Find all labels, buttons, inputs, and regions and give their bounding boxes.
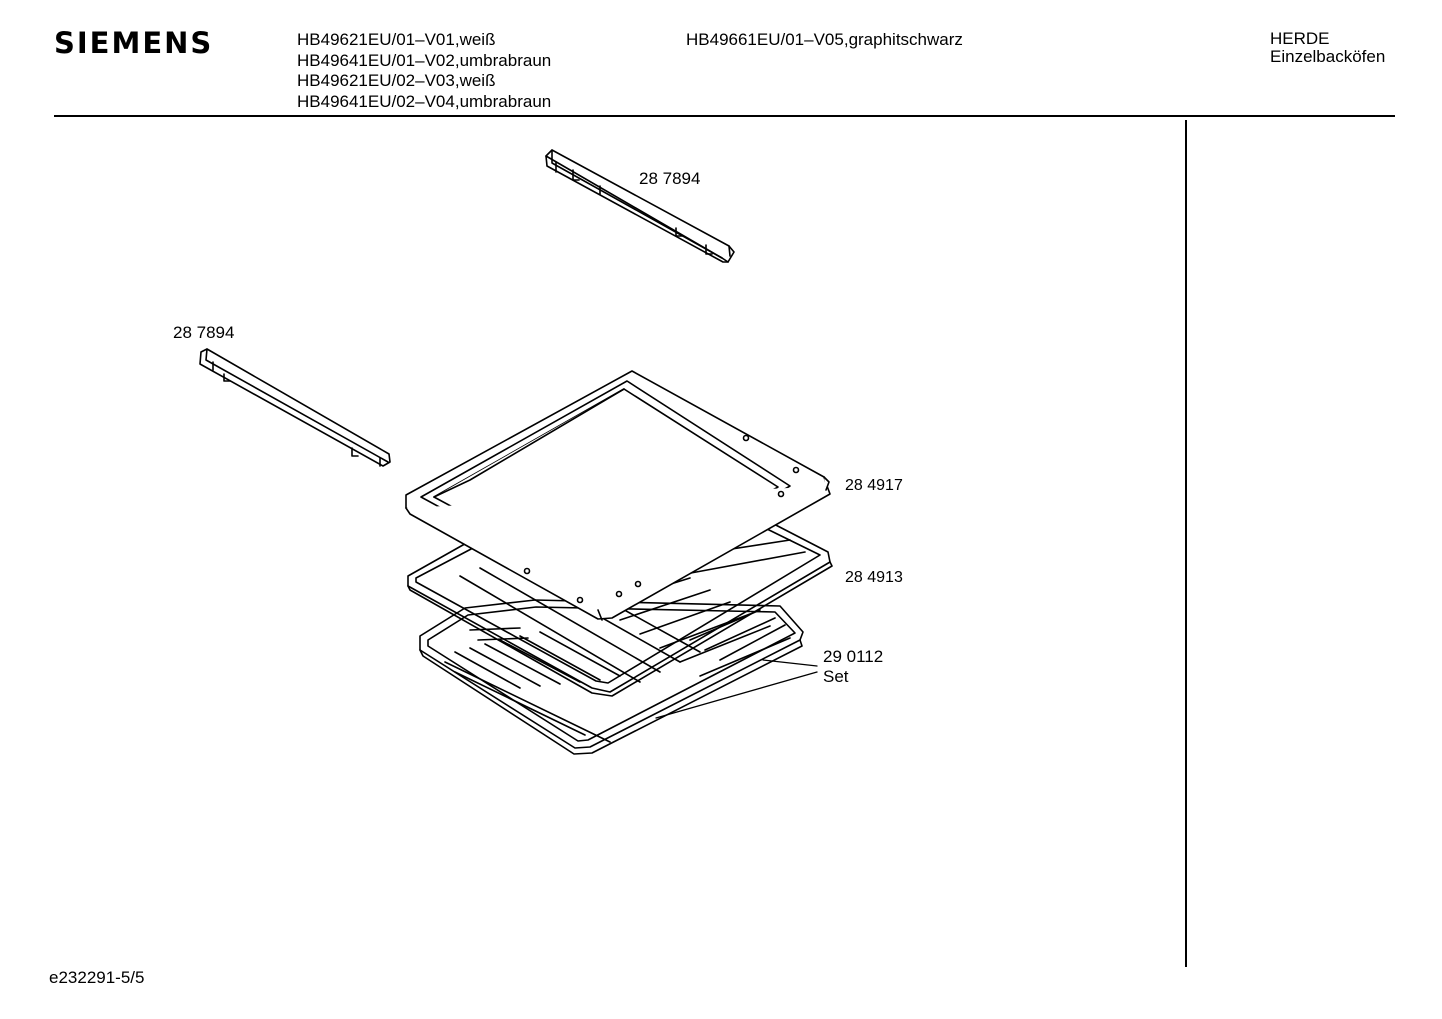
part-number-rail-top: 28 7894 — [639, 169, 701, 188]
header-divider — [54, 115, 1395, 117]
part-number-tray: 28 4917 — [845, 477, 903, 494]
part-number-grill: 28 4913 — [845, 569, 903, 586]
model-item-right: HB49661EU/01–V05,graphitschwarz — [686, 30, 963, 49]
category: HERDE Einzelbacköfen — [1270, 30, 1385, 66]
doc-code: e232291-5/5 — [49, 968, 145, 987]
set-leader-lines — [655, 659, 818, 719]
model-item: HB49641EU/01–V02,umbrabraun — [297, 50, 552, 70]
brand-logo: SIEMENS — [54, 26, 214, 60]
model-item: HB49621EU/02–V03,weiß — [297, 71, 496, 90]
set-label: Set — [823, 667, 849, 686]
side-divider — [1185, 120, 1187, 967]
baking-tray-holes — [523, 434, 800, 604]
baking-tray-part — [405, 370, 831, 621]
model-item: HB49641EU/02–V04,umbrabraun — [297, 91, 552, 111]
part-number-set: 29 0112 — [823, 647, 884, 666]
model-item: HB49621EU/01–V01,weiß — [297, 30, 496, 49]
drip-tray-part — [419, 599, 804, 755]
category-sub: Einzelbacköfen — [1270, 47, 1386, 66]
model-list: HB49621EU/01–V01,weiß HB49641EU/01–V02,u… — [297, 30, 551, 112]
rail-top-part — [545, 149, 735, 263]
category-main: HERDE — [1270, 29, 1330, 48]
part-number-rail-left: 28 7894 — [173, 323, 235, 342]
rail-left-part — [199, 348, 391, 467]
